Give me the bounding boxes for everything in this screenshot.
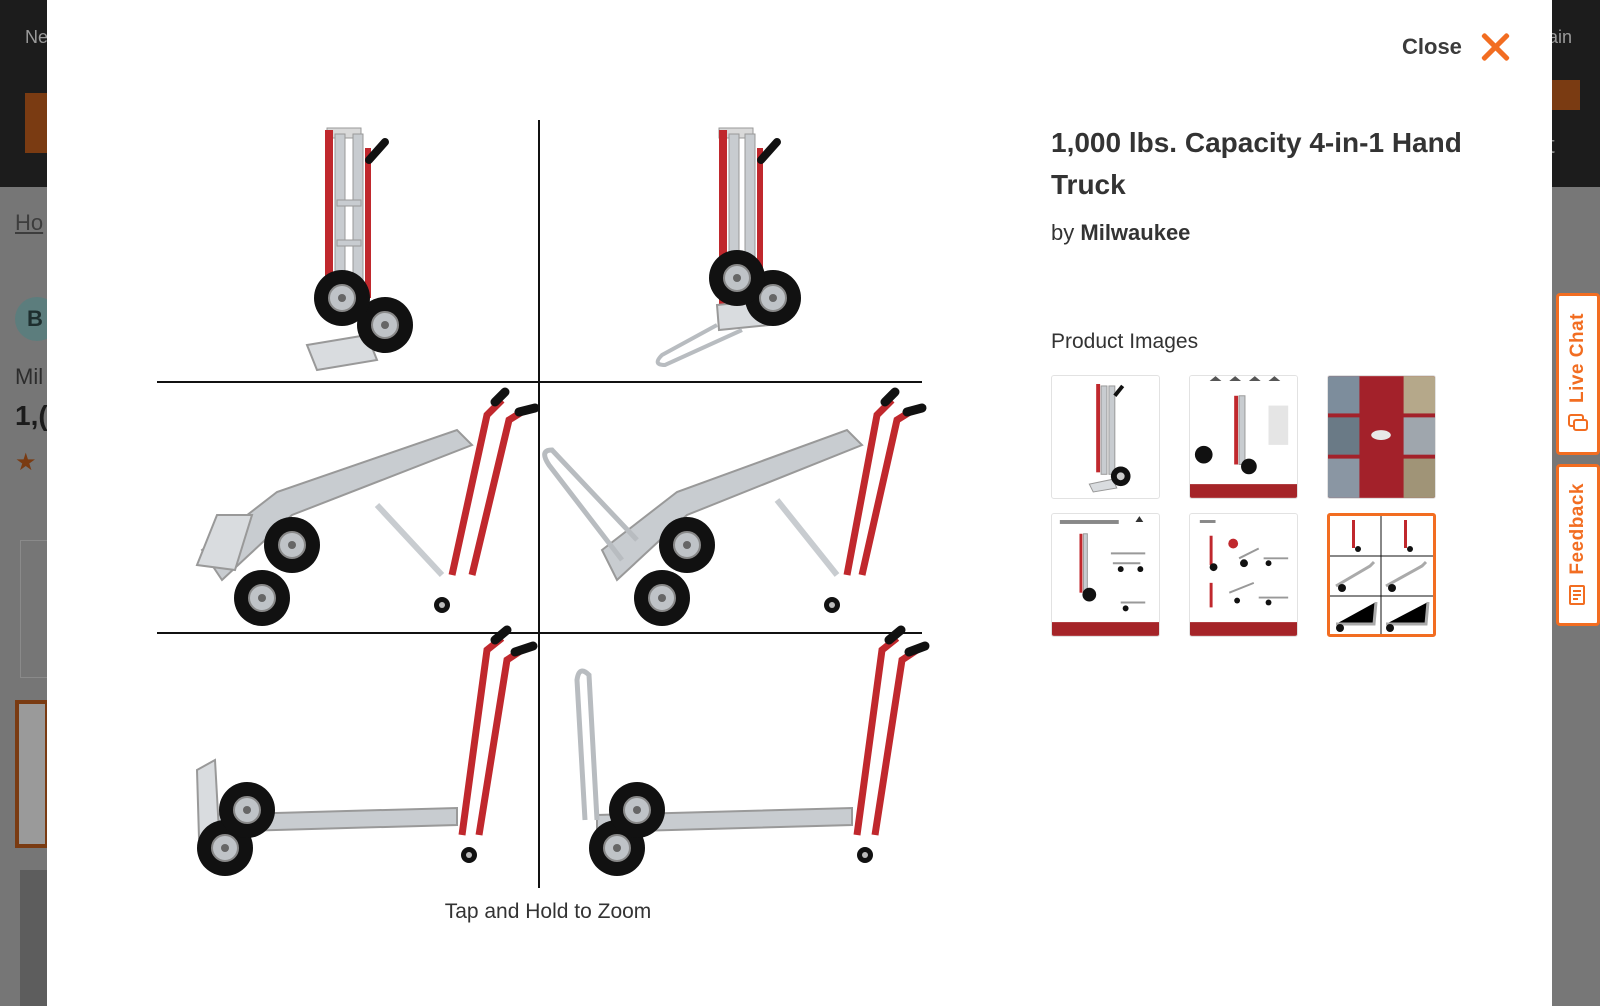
hand-truck-thumbnail-image (1088, 383, 1131, 493)
brand-link[interactable]: Milwaukee (1080, 220, 1191, 245)
background-title: 1,( (15, 400, 48, 431)
background-box (20, 540, 50, 678)
thumbnail-easy-use-sheet[interactable] (1189, 513, 1298, 637)
zoom-hint: Tap and Hold to Zoom (444, 900, 652, 923)
close-icon[interactable] (1480, 32, 1510, 62)
close-label: Close (1402, 34, 1462, 59)
thumbnail-dimensions-sheet[interactable] (1051, 513, 1160, 637)
product-byline: by Milwaukee (1051, 220, 1190, 246)
background-brand: Mil (15, 364, 44, 389)
image-gallery-modal: Close (47, 0, 1552, 1006)
product-images-label: Product Images (1051, 330, 1199, 353)
star-icon: ★ (15, 449, 37, 476)
background-nav-left: Ne (25, 27, 49, 47)
thumbnail-hand-truck-upright[interactable] (1051, 375, 1160, 499)
feedback-tab[interactable]: Feedback (1556, 464, 1600, 626)
hand-truck-modes-illustration (157, 120, 930, 888)
product-title: 1,000 lbs. Capacity 4-in-1 Hand Truck (1051, 127, 1462, 200)
four-in-one-thumbnail-image (1330, 516, 1433, 634)
thumbnail-lifestyle-collage[interactable] (1327, 375, 1436, 499)
background-thumbnail (20, 870, 50, 1006)
feedback-form-icon (1569, 584, 1585, 605)
background-thumbnail (15, 700, 49, 848)
chat-bubble-icon (1568, 414, 1588, 432)
thumbnail-four-in-one-modes[interactable] (1327, 513, 1436, 637)
background-nav-right: ain (1548, 27, 1573, 47)
easy-use-sheet-thumbnail-image (1190, 520, 1297, 636)
feedback-label: Feedback (1567, 483, 1588, 575)
by-label: by (1051, 220, 1075, 245)
dimensions-sheet-thumbnail-image (1052, 516, 1159, 636)
thumbnail-features-diagram[interactable] (1189, 375, 1298, 499)
close-button[interactable]: Close (1402, 32, 1510, 62)
features-diagram-thumbnail-image (1190, 376, 1297, 498)
lifestyle-collage-thumbnail-image (1328, 376, 1435, 498)
live-chat-label: Live Chat (1567, 312, 1588, 404)
live-chat-tab[interactable]: Live Chat (1556, 293, 1600, 455)
main-product-image[interactable] (157, 120, 939, 888)
background-breadcrumb: Ho (15, 210, 44, 235)
